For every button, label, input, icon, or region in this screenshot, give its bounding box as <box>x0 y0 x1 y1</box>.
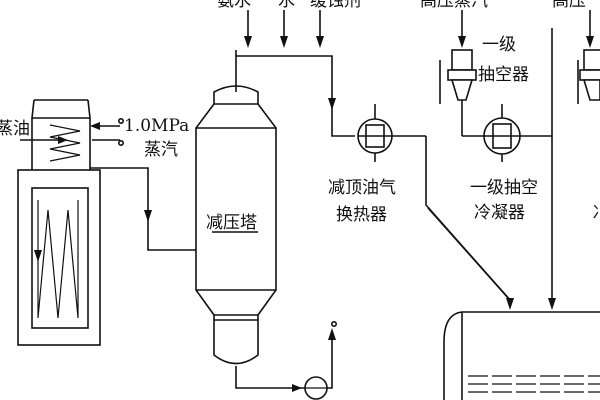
label-condenser-1: 一级抽空 <box>470 178 538 198</box>
label-ammonia-water: 氨水 <box>217 0 251 11</box>
label-steam: 蒸汽 <box>144 140 178 160</box>
second-stage-ejector <box>577 10 600 104</box>
label-hp-steam: 高压蒸汽 <box>420 0 488 11</box>
injection-lines <box>244 10 324 48</box>
label-first-stage: 一级 <box>482 35 516 55</box>
first-stage-condenser <box>483 104 552 162</box>
label-ejector: 抽空器 <box>478 65 529 85</box>
heating-furnace <box>17 99 101 346</box>
drain-lines <box>425 136 514 310</box>
label-steam-pressure: 1.0MPa <box>124 116 189 136</box>
label-water: 水 <box>278 0 295 11</box>
steam-valve-icon <box>118 118 125 125</box>
label-vacuum-tower: 减压塔 <box>206 213 257 233</box>
bottom-pump <box>235 320 337 400</box>
label-corrosion-inhibitor: 缓蚀剂 <box>310 0 361 11</box>
separator-drum <box>443 311 600 400</box>
label-hp-right: 高压 <box>552 0 586 11</box>
first-stage-ejector <box>439 10 484 137</box>
label-condenser-2: 冷凝器 <box>474 203 525 223</box>
condensate-line <box>548 28 556 310</box>
tower-overhead-line <box>235 50 355 137</box>
label-feed-oil: 蒸油 <box>0 119 30 139</box>
label-top-hx-2: 换热器 <box>336 205 387 225</box>
label-top-hx-1: 减顶油气 <box>328 178 396 198</box>
label-right-cut: 冫 <box>592 203 600 223</box>
transfer-line <box>90 167 196 251</box>
top-gas-heat-exchanger <box>357 104 426 162</box>
